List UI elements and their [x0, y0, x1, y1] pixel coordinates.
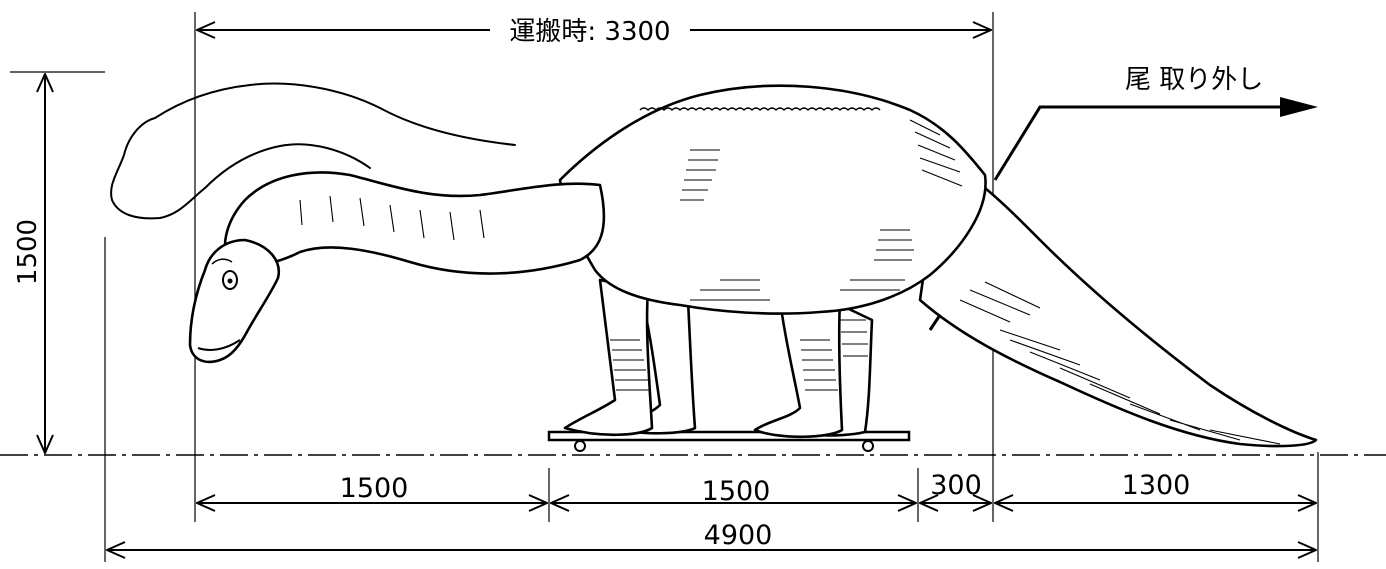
transport-dimension: 運搬時: 3300: [197, 17, 991, 47]
segment-tail-label: 1300: [1122, 470, 1191, 501]
sauropod-illustration: [110, 82, 1318, 452]
segment-middle-label: 1500: [702, 476, 771, 507]
body: [558, 84, 987, 315]
hip-mark: [928, 314, 942, 331]
transport-dolly: [547, 430, 911, 452]
tail-removal-arrowhead: [1280, 97, 1318, 117]
hind-leg-near: [753, 298, 844, 439]
fore-leg-near: [563, 278, 654, 437]
total-length-label: 4900: [704, 520, 773, 551]
dolly-platform: [547, 430, 911, 442]
extension-lines: [10, 12, 1319, 562]
segment-dimensions: 1500 1500 300 1300: [197, 470, 1316, 507]
head: [188, 238, 281, 364]
tail-removal-label: 尾 取り外し: [1125, 65, 1263, 95]
tail-removal-leader: [993, 105, 1292, 181]
back-ridge: [639, 107, 881, 112]
brow: [211, 258, 233, 265]
dolly-wheel-rear: [862, 440, 874, 452]
tail-removal-callout: 尾 取り外し: [993, 65, 1318, 181]
transport-label: 運搬時: 3300: [509, 17, 670, 47]
total-dimension: 4900: [107, 520, 1316, 551]
dolly-wheel-front: [574, 440, 586, 452]
height-dimension: 1500: [13, 74, 45, 453]
segment-front-label: 1500: [340, 473, 409, 504]
mouth: [197, 339, 241, 351]
neck: [223, 171, 606, 275]
tail-hatching: [959, 281, 1281, 445]
raised-neck-outline: [110, 82, 516, 220]
segment-gap-label: 300: [930, 470, 982, 501]
leg-hatching: [610, 319, 868, 391]
height-label: 1500: [13, 219, 43, 285]
neck-hatching: [299, 195, 485, 241]
pupil: [227, 278, 233, 284]
tail: [918, 158, 1318, 448]
body-hatching: [680, 119, 963, 301]
